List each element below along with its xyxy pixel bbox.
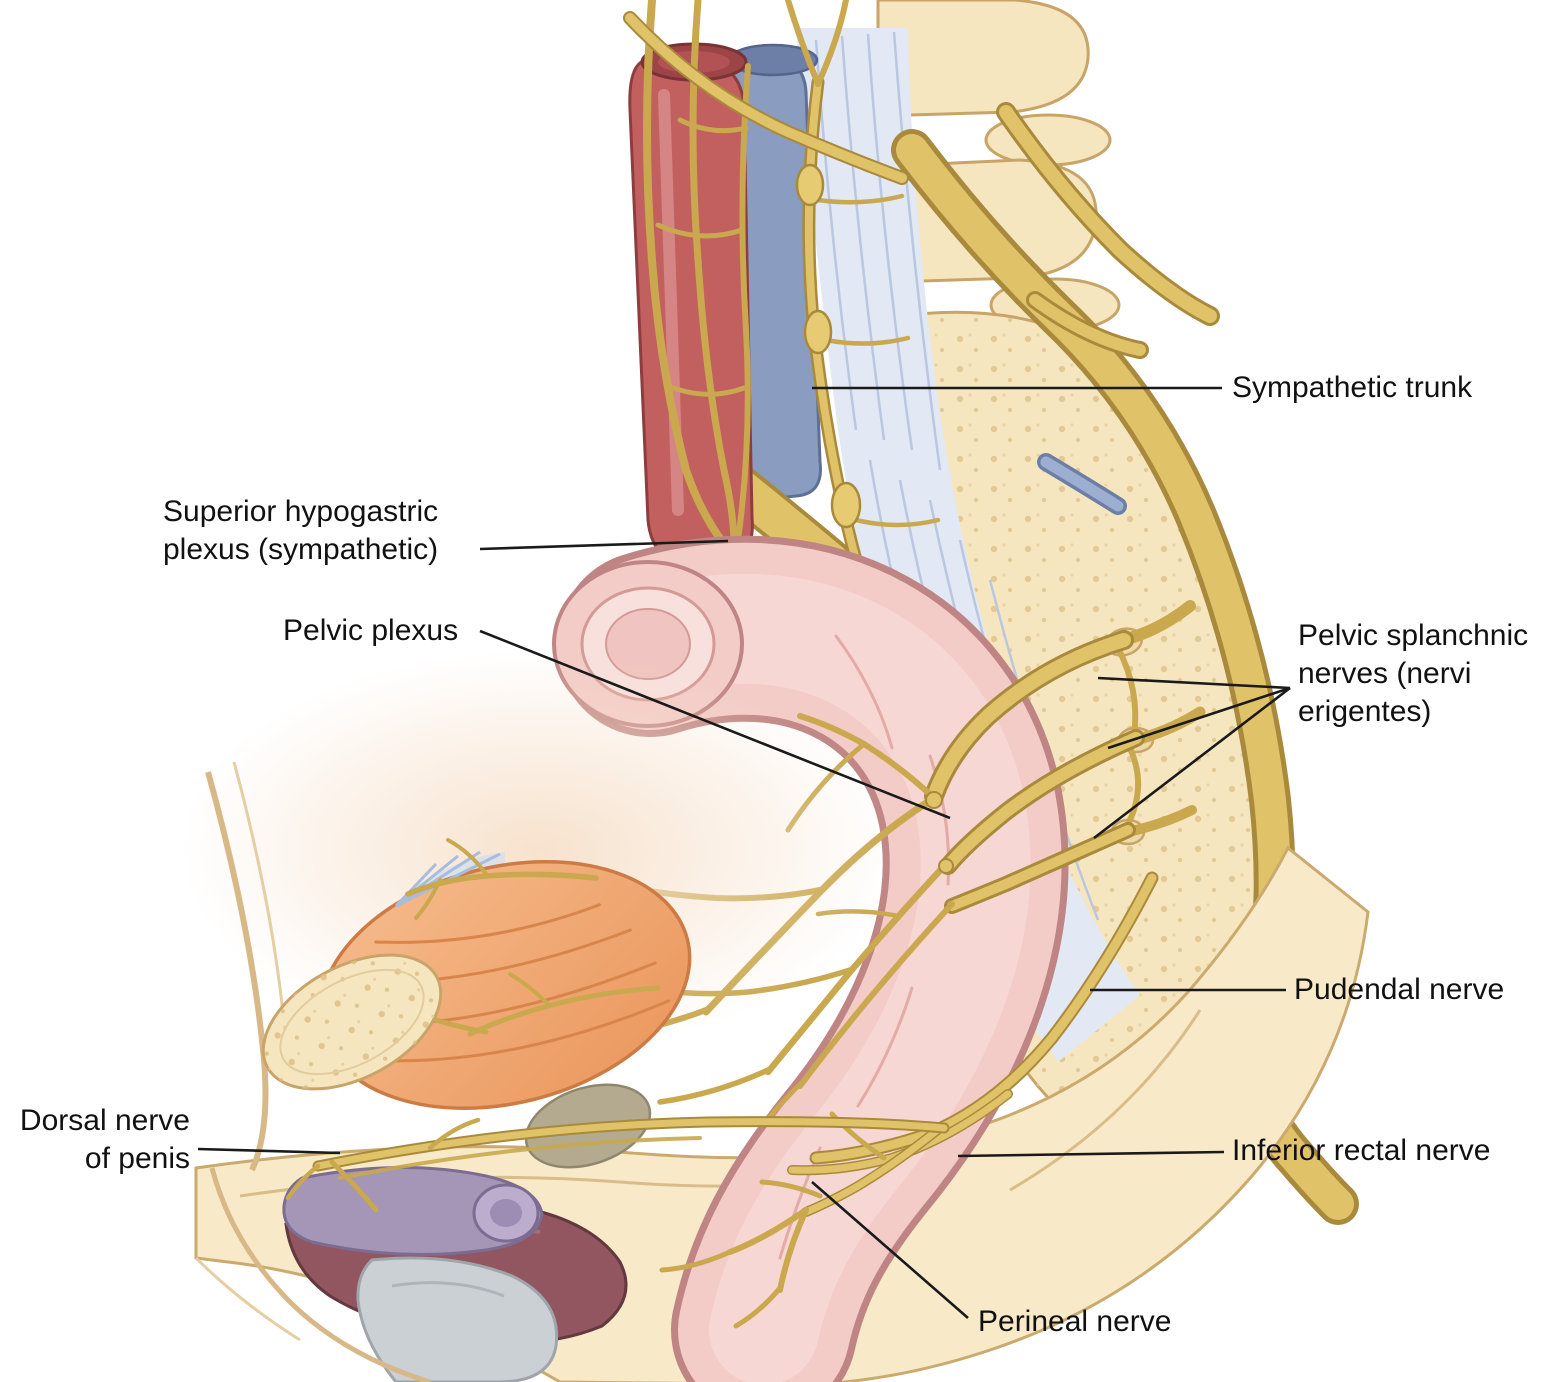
label-dorsal-nerve-of-penis: Dorsal nerve of penis [19,1104,190,1175]
sympathetic-trunk-nerve [785,0,1036,932]
perineal-nerve [659,1128,940,1329]
lumbosacral-trunk-nerve [912,112,1338,1204]
label-pelvic-plexus: Pelvic plexus [283,614,459,647]
label-inferior-rectal-nerve: Inferior rectal nerve [1232,1134,1491,1167]
pubic-bone [261,953,443,1091]
label-pudendal-nerve: Pudendal nerve [1294,973,1505,1006]
penis-structures [194,1166,628,1382]
label-superior-hypogastric-plexus: Superior hypogastric plexus (sympathetic… [163,495,439,566]
label-pelvic-splanchnic-nerves: Pelvic splanchnic nerves (nervi erigente… [1298,619,1529,728]
leader-lines [197,386,1291,1319]
label-sympathetic-trunk: Sympathetic trunk [1232,371,1473,404]
dorsal-nerve-of-penis [285,1120,944,1213]
label-perineal-nerve: Perineal nerve [978,1305,1172,1338]
